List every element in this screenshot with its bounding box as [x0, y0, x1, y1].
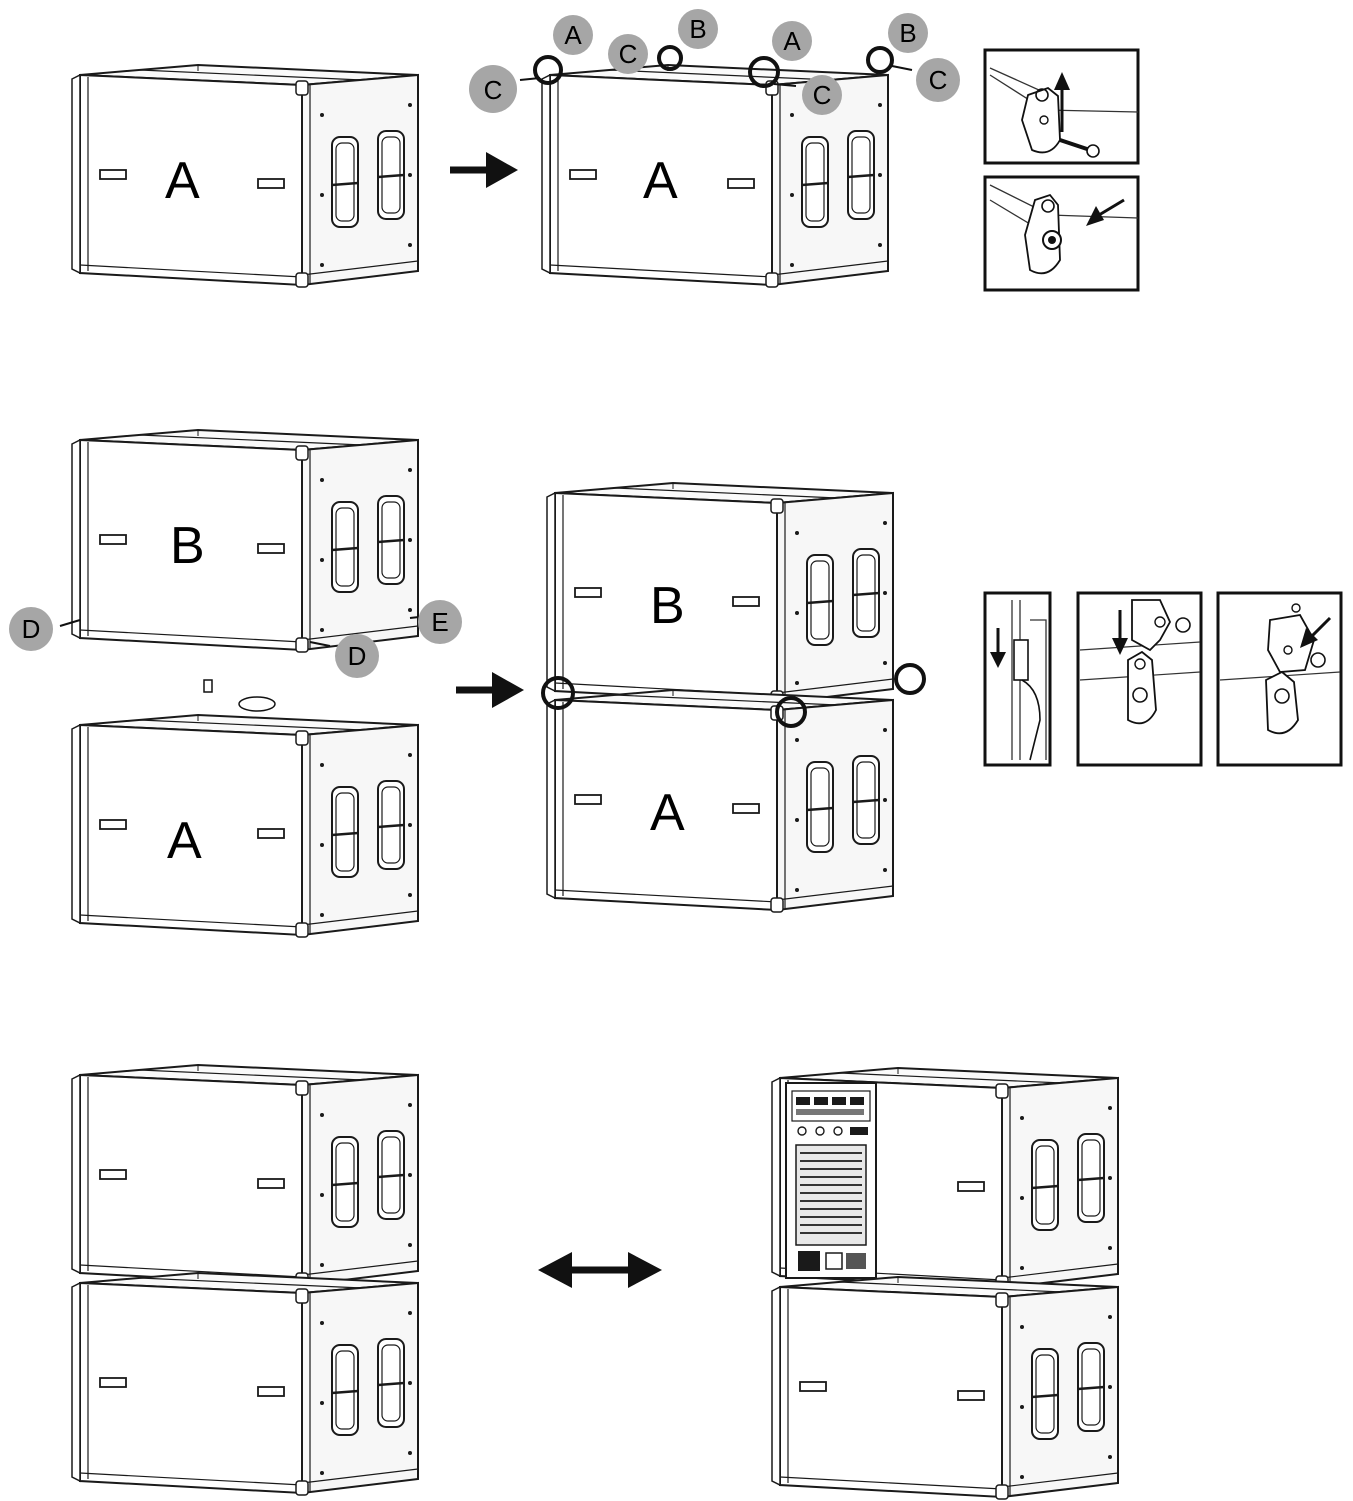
rigging-pin-circle — [748, 56, 780, 88]
svg-text:B: B — [899, 18, 916, 48]
detail-inset-insert-pin — [983, 175, 1140, 292]
svg-text:C: C — [484, 75, 503, 105]
step2-arrow-right — [456, 672, 524, 708]
step1-cabinet-a: A — [70, 63, 420, 289]
cabinet-label-a-2: A — [643, 152, 678, 210]
callout-c: C — [608, 34, 648, 74]
svg-text:C: C — [813, 80, 832, 110]
cabinet-label-a: A — [165, 152, 200, 210]
step2-stacked-cabinets: B A — [541, 481, 926, 914]
rigging-link-circle — [894, 663, 926, 695]
step2-cabinet-b: B — [59, 428, 429, 654]
callout-b: B — [678, 9, 718, 49]
rigging-link-circle — [541, 676, 575, 710]
svg-text:D: D — [348, 641, 367, 671]
svg-text:A: A — [564, 20, 582, 50]
detail-inset-lower-link — [1076, 591, 1203, 767]
svg-text:C: C — [929, 65, 948, 95]
cabinet-label-a-3: A — [167, 812, 202, 870]
svg-text:B: B — [689, 14, 706, 44]
detail-inset-lock-link — [1216, 591, 1343, 767]
callout-d: D — [9, 607, 53, 651]
rigging-pin-circle — [657, 45, 683, 71]
step2-cabinet-a: A — [70, 679, 420, 939]
callout-a: A — [553, 15, 593, 55]
svg-text:E: E — [431, 607, 448, 637]
callout-c: C — [916, 58, 960, 102]
callout-e: E — [418, 600, 462, 644]
rigging-pin-circle — [533, 55, 563, 85]
cabinet-label-a-4: A — [650, 784, 685, 842]
detail-inset-pull-pin — [983, 48, 1140, 165]
rigging-link-circle — [775, 696, 807, 728]
svg-text:C: C — [619, 39, 638, 69]
double-arrow — [538, 1252, 662, 1288]
step1-arrow-right — [450, 152, 518, 188]
detail-inset-slide-link — [983, 591, 1052, 767]
step1-cabinet-a-prepared: A — [519, 45, 913, 289]
rigging-pin-circle — [866, 46, 894, 74]
callout-a: A — [772, 21, 812, 61]
callout-c: C — [469, 65, 517, 113]
cabinet-label-b-2: B — [650, 577, 685, 635]
callout-d: D — [335, 634, 379, 678]
cabinet-label-b: B — [170, 517, 205, 575]
step3-stack-rear — [770, 1066, 1120, 1501]
callout-b: B — [888, 13, 928, 53]
svg-text:A: A — [783, 26, 801, 56]
svg-text:D: D — [22, 614, 41, 644]
step3-stack-front — [70, 1063, 420, 1497]
callout-c: C — [802, 75, 842, 115]
